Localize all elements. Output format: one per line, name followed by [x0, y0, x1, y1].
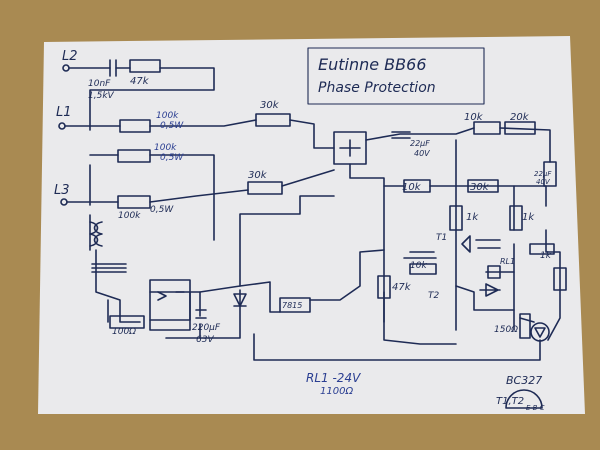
components: [89, 59, 567, 409]
resistor-10-base: [409, 263, 437, 275]
cap-220uf: [195, 309, 207, 319]
resistor-100-ohm: [109, 315, 145, 329]
bridge-rectifier-2: [149, 279, 191, 331]
label-cap-22b-v: 40V: [536, 178, 551, 186]
input-l1: L1: [56, 105, 72, 120]
input-l3: L3: [54, 183, 70, 198]
input-terminals: L2 L1 L3: [54, 49, 78, 206]
label-cap-220-v: 63V: [196, 335, 214, 345]
resistor-mid-30k: [467, 179, 499, 193]
cap-22uf: [391, 131, 411, 139]
label-transistor: BC327: [506, 374, 542, 387]
resistor-1k-b: [509, 205, 523, 231]
label-r-47k: 47k: [130, 76, 150, 87]
resistor-20k: [504, 121, 536, 135]
capacitor-10nf: [109, 59, 117, 77]
label-cap-22-v: 40V: [414, 149, 430, 158]
title-line-1: Eutinne BB66: [318, 55, 427, 74]
label-r-10k: 10k: [464, 112, 484, 123]
resistor-100k-b: [117, 149, 151, 163]
label-r-1k-c: 1k: [540, 251, 552, 261]
zener-main: [233, 293, 247, 307]
resistor-1k-a: [449, 205, 463, 231]
label-r-100k-a: 100k: [156, 111, 179, 121]
label-cap-22: 22µF: [410, 139, 430, 148]
label-r-mid2: 30k: [470, 182, 490, 193]
ic-7815: [279, 297, 311, 313]
label-r-30-b: 30k: [248, 170, 268, 181]
label-ic: 7815: [282, 301, 302, 310]
label-pins: E B C: [526, 404, 545, 412]
label-r-mid1: 10k: [402, 182, 422, 193]
resistor-mid-10k: [403, 179, 431, 193]
resistor-10k: [473, 121, 501, 135]
resistor-22k: [543, 161, 557, 187]
label-c-in-v: 1,5kV: [88, 91, 115, 101]
label-r-100k-c: 100k: [118, 211, 141, 221]
t1-zener: [461, 235, 501, 253]
bridge-rectifier-1: [333, 131, 367, 165]
resistor-47k: [129, 59, 161, 73]
label-cap-22b: 22µF: [534, 170, 552, 178]
input-l2: L2: [62, 49, 78, 64]
label-rl1: RL1: [500, 257, 515, 266]
paper-sheet: [38, 36, 585, 414]
label-cap-220: 220µF: [192, 323, 221, 333]
label-r-100k-b-w: 0,5W: [160, 153, 184, 163]
resistor-100k-c: [117, 195, 151, 209]
resistor-150: [519, 313, 531, 339]
label-r-100k-c-w: 0,5W: [150, 205, 174, 215]
title-box: Eutinne BB66 Phase Protection: [307, 47, 485, 105]
label-r-10: 10k: [410, 261, 427, 271]
label-relay: RL1 -24V: [306, 371, 361, 385]
resistor-30k-b: [247, 181, 283, 195]
label-c-in: 10nF: [88, 79, 111, 89]
label-r-47: 47k: [392, 282, 412, 293]
resistor-47k-b: [377, 275, 391, 299]
label-r-30-a: 30k: [260, 100, 280, 111]
title-line-2: Phase Protection: [318, 80, 436, 96]
resistor-1k-c: [529, 243, 555, 255]
label-r-20k: 20k: [510, 112, 530, 123]
label-t1: T1: [436, 233, 447, 243]
label-r-150: 150Ω: [494, 325, 518, 335]
diode-relay: [479, 283, 501, 297]
transformer-core: [91, 263, 127, 273]
label-r-100k-b: 100k: [154, 143, 177, 153]
resistor-100k-a: [119, 119, 151, 133]
label-r-100k-a-w: 0,5W: [160, 121, 184, 131]
resistor-30k-a: [255, 113, 291, 127]
relay-coil: [487, 265, 501, 279]
component-labels: 10nF 1,5kV 47k 100k 0,5W 100k 0,5W 100k …: [88, 76, 552, 412]
led: [530, 322, 550, 342]
label-relay-ohm: 1100Ω: [320, 386, 353, 397]
transistor-outline: [505, 389, 543, 409]
label-r-100: 100Ω: [112, 327, 136, 337]
resistor-1k-d: [553, 267, 567, 291]
label-r-1k-a: 1k: [466, 212, 479, 223]
label-t2: T2: [428, 291, 439, 301]
label-transistor-pins: T1,T2: [496, 396, 524, 407]
label-r-1k-b: 1k: [522, 212, 535, 223]
